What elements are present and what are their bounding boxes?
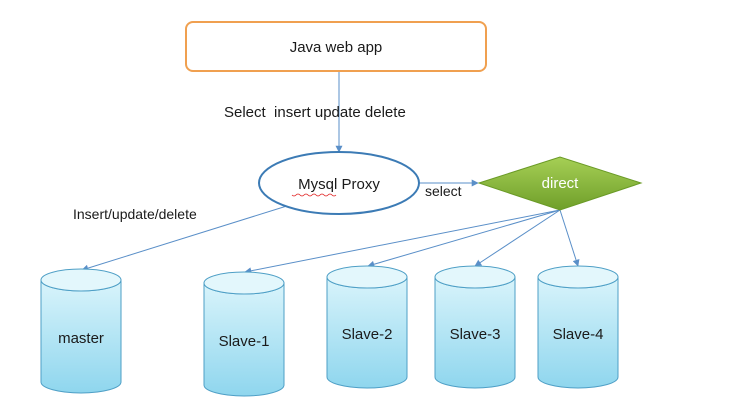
database-label-slave-1: Slave-1 [219,333,270,350]
database-cylinders: master Slave-1 Slave-2 Slave-3 Slave-4 [40,265,619,397]
java-web-app-label: Java web app [290,39,383,56]
mysql-proxy-label: Mysql Proxy [298,176,380,193]
mysql-proxy-node: Mysql Proxy [258,151,420,215]
cylinder-top [537,265,619,289]
database-master: master [40,268,122,394]
database-label-slave-2: Slave-2 [342,326,393,343]
database-label-slave-4: Slave-4 [553,326,604,343]
cylinder-top [434,265,516,289]
edge-router-to-slave-2 [367,209,561,268]
cylinder-top [326,265,408,289]
database-label-slave-3: Slave-3 [450,326,501,343]
edge-label-proxy-to-router: select [425,183,462,199]
direct-router-label: direct [542,175,580,192]
database-slave-4: Slave-4 [537,265,619,389]
edge-label-proxy-to-master: Insert/update/delete [73,206,197,222]
database-slave-2: Slave-2 [326,265,408,389]
edge-router-to-slave-3 [474,209,561,267]
cylinder-top [203,271,285,295]
java-web-app-node: Java web app [185,21,487,72]
cylinder-top [40,268,122,292]
edges [81,72,580,275]
database-slave-3: Slave-3 [434,265,516,389]
edge-router-to-slave-4 [559,209,580,267]
database-label-master: master [58,330,104,347]
edge-label-app-to-proxy: Select insert update delete [224,104,406,121]
edge-router-to-slave-1 [244,209,561,275]
database-slave-1: Slave-1 [203,271,285,397]
spellcheck-underline [291,193,337,197]
edge-proxy-to-master [81,204,291,272]
direct-router-node: direct [477,156,643,211]
